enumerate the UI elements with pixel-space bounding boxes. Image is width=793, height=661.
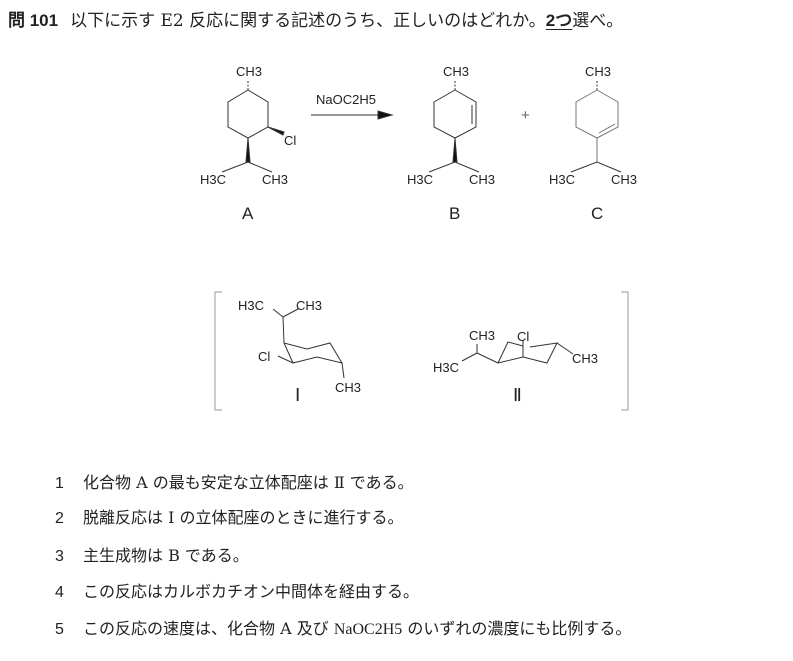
i-right-methyl-label: CH3: [296, 298, 322, 313]
a-left-methyl-label: H3C: [200, 172, 226, 187]
conformer-i-structure: H3C CH3 Cl CH3 Ⅰ: [238, 298, 361, 405]
conformer-i-label: Ⅰ: [295, 385, 300, 405]
i-left-methyl-label: H3C: [238, 298, 264, 313]
reagent-label: NaOC2H5: [316, 92, 376, 107]
option-text-end: のいずれの濃度にも比例する。: [402, 619, 632, 638]
b-left-methyl-label: H3C: [407, 172, 433, 187]
option-1[interactable]: 1 化合物 A の最も安定な立体配座は Ⅱ である。: [55, 469, 414, 493]
answer-count: 2つ: [545, 11, 573, 30]
option-text: 化合物 A の最も安定な立体配座は Ⅱ である。: [83, 473, 414, 492]
option-number: 1: [55, 475, 64, 492]
question-header: 問 101 以下に示す E2 反応に関する記述のうち、正しいのはどれか。2つ選べ。: [8, 6, 623, 31]
option-number: 2: [55, 510, 64, 527]
right-bracket: [621, 291, 629, 411]
conformer-ii-label: Ⅱ: [513, 385, 522, 405]
compound-c-label: C: [591, 204, 603, 223]
ii-top-methyl-label: CH3: [469, 328, 495, 343]
option-number: 3: [55, 548, 64, 565]
c-left-methyl-label: H3C: [549, 172, 575, 187]
c-right-methyl-label: CH3: [611, 172, 637, 187]
option-2[interactable]: 2 脱離反応は Ⅰ の立体配座のときに進行する。: [55, 504, 404, 528]
compound-b-structure: CH3 H3C CH3 B: [407, 64, 495, 223]
b-right-methyl-label: CH3: [469, 172, 495, 187]
i-methyl-label: CH3: [335, 380, 361, 395]
a-methyl-label: CH3: [236, 64, 262, 79]
option-text: この反応はカルボカチオン中間体を経由する。: [83, 582, 420, 601]
conformer-ii-structure: CH3 Cl H3C CH3 Ⅱ: [433, 328, 598, 405]
compound-a-label: A: [242, 204, 254, 223]
option-text: この反応の速度は、化合物 A 及び: [83, 619, 334, 638]
option-text: 脱離反応は Ⅰ の立体配座のときに進行する。: [83, 508, 404, 527]
i-chloro-label: Cl: [258, 349, 270, 364]
compound-b-label: B: [449, 204, 460, 223]
option-4[interactable]: 4 この反応はカルボカチオン中間体を経由する。: [55, 578, 419, 602]
question-suffix: 選べ。: [572, 11, 624, 31]
a-right-methyl-label: CH3: [262, 172, 288, 187]
option-text: 主生成物は B である。: [83, 546, 249, 565]
question-number: 問 101: [8, 11, 59, 30]
ii-right-methyl-label: CH3: [572, 351, 598, 366]
option-number: 5: [55, 621, 64, 638]
ii-chloro-label: Cl: [517, 329, 529, 344]
option-number: 4: [55, 584, 64, 601]
c-methyl-label: CH3: [585, 64, 611, 79]
reaction-arrow: NaOC2H5: [311, 92, 394, 120]
reagent-formula: NaOC2H5: [333, 621, 403, 638]
b-methyl-label: CH3: [443, 64, 469, 79]
a-chloro-label: Cl: [284, 133, 296, 148]
compound-a-structure: CH3 Cl H3C CH3 A: [200, 64, 296, 223]
question-text: 以下に示す E2 反応に関する記述のうち、正しいのはどれか。: [70, 11, 546, 31]
left-bracket: [214, 291, 222, 411]
option-5[interactable]: 5 この反応の速度は、化合物 A 及び NaOC2H5 のいずれの濃度にも比例する…: [55, 615, 631, 639]
ii-left-methyl-label: H3C: [433, 360, 459, 375]
compound-c-structure: CH3 H3C CH3 C: [549, 64, 637, 223]
option-3[interactable]: 3 主生成物は B である。: [55, 542, 249, 566]
plus-sign: +: [521, 107, 530, 124]
